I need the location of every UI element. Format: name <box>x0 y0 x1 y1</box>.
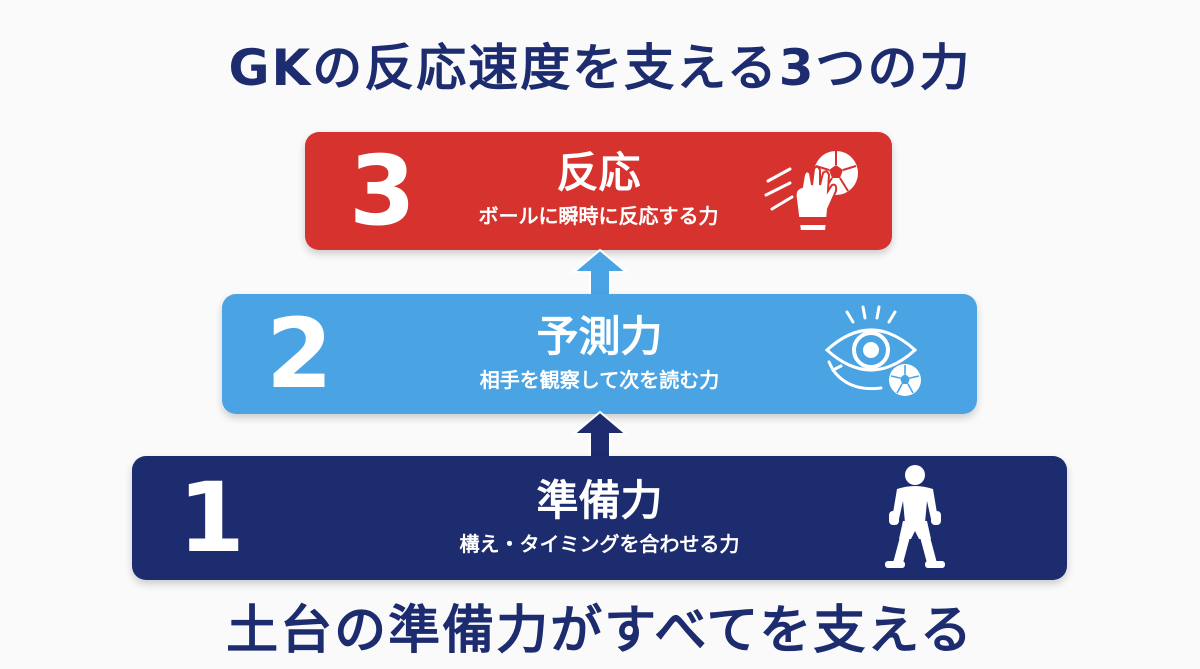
tier-reaction: 3 反応 ボールに瞬時に反応する力 <box>305 132 892 250</box>
tier-prediction: 2 予測力 相手を観察して次を読む力 <box>222 294 977 414</box>
tier-name: 準備力 <box>536 476 663 525</box>
tier-description: 構え・タイミングを合わせる力 <box>459 532 740 556</box>
tier-description: ボールに瞬時に反応する力 <box>478 204 719 228</box>
tier-number: 2 <box>266 298 333 410</box>
tier-description: 相手を観察して次を読む力 <box>479 368 720 392</box>
goalkeeper-glove-ball-icon <box>760 139 870 243</box>
tier-text: 予測力 相手を観察して次を読む力 <box>222 312 977 392</box>
up-arrow-icon <box>571 248 629 300</box>
tier-text: 準備力 構え・タイミングを合わせる力 <box>132 476 1067 556</box>
tier-number: 3 <box>349 135 416 247</box>
page-title: GKの反応速度を支える3つの力 <box>228 39 972 97</box>
goalkeeper-stance-icon <box>875 461 955 575</box>
tier-number: 1 <box>178 462 245 574</box>
footer-message: 土台の準備力がすべてを支える <box>226 601 974 661</box>
up-arrow-icon <box>571 410 629 462</box>
tier-name: 反応 <box>556 148 641 197</box>
tier-name: 予測力 <box>536 312 663 361</box>
tier-preparation: 1 準備力 構え・タイミングを合わせる力 <box>132 456 1067 580</box>
eye-ball-icon <box>819 304 929 404</box>
tier-text: 反応 ボールに瞬時に反応する力 <box>305 148 892 228</box>
